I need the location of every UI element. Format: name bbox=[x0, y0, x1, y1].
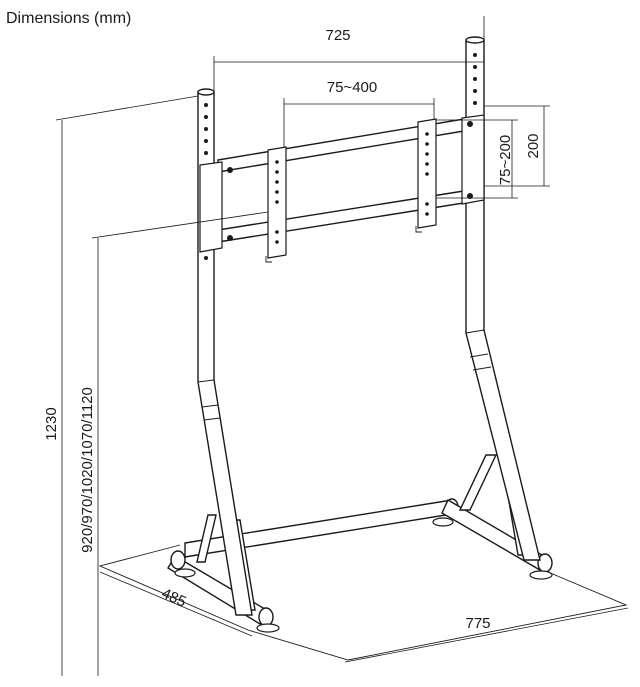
base-frame bbox=[167, 454, 553, 633]
dim-775-label: 775 bbox=[465, 615, 490, 632]
dimension-lines: 725 75~400 75~200 200 1230 920/970/1020/… bbox=[43, 16, 629, 676]
dim-485-label: 485 bbox=[159, 585, 189, 611]
floor-outline bbox=[98, 544, 628, 661]
dim-200-label: 200 bbox=[525, 133, 542, 158]
dim-1230-label: 1230 bbox=[43, 407, 60, 440]
mounting-bracket bbox=[199, 114, 485, 263]
dim-vesa-horizontal-label: 75~400 bbox=[327, 79, 377, 96]
diagram-title: Dimensions (mm) bbox=[6, 10, 132, 27]
dim-vesa-vertical-label: 75~200 bbox=[497, 135, 514, 185]
dim-mount-heights-label: 920/970/1020/1070/1120 bbox=[79, 387, 96, 553]
dim-725-label: 725 bbox=[325, 27, 350, 44]
